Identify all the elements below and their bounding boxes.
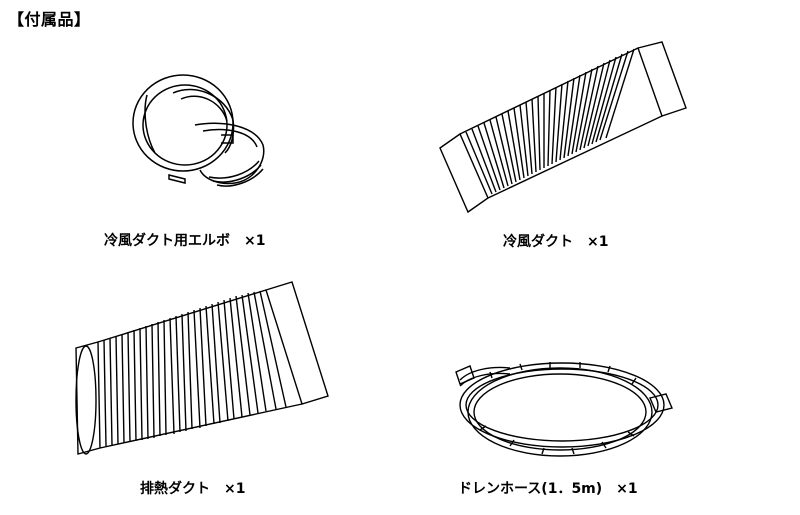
- item-caption-elbow: 冷風ダクト用エルボ ×1: [104, 233, 266, 249]
- item-caption-drain-hose: ドレンホース(1．5m) ×1: [458, 481, 638, 497]
- exhaust-duct-illustration: [66, 278, 336, 468]
- item-caption-exhaust-duct: 排熱ダクト ×1: [140, 481, 246, 497]
- cold-air-duct-illustration: [430, 38, 690, 218]
- cold-air-duct-elbow-illustration: [125, 65, 285, 200]
- drain-hose-illustration: [450, 350, 680, 470]
- item-caption-cold-air-duct: 冷風ダクト ×1: [503, 234, 609, 250]
- page-title: 【付属品】: [8, 10, 91, 29]
